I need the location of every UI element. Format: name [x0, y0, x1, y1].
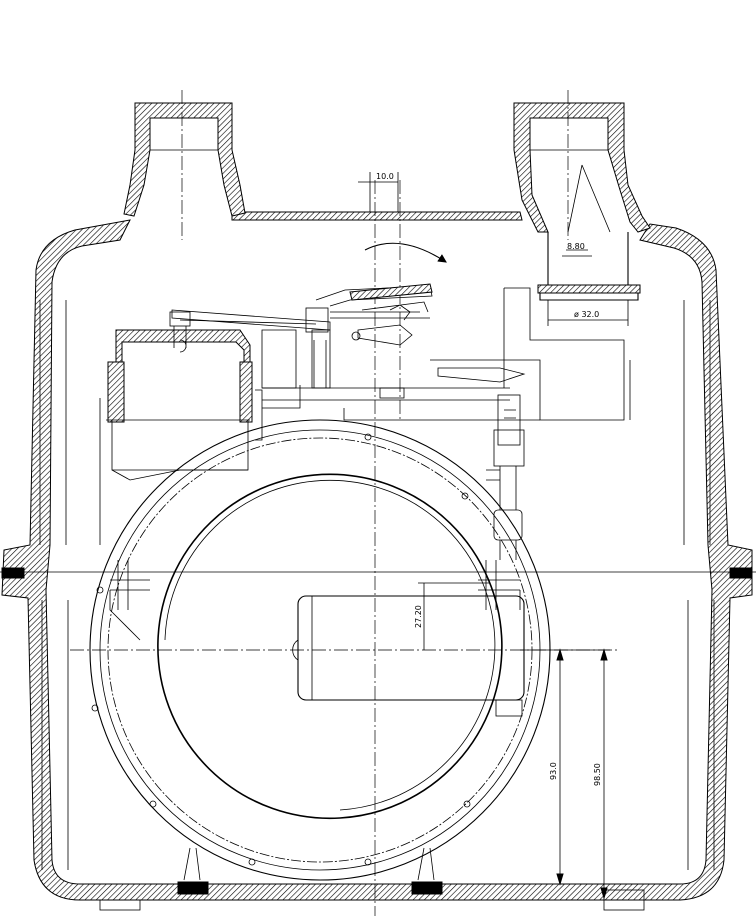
dim-label-height-outer: 98.50: [593, 763, 602, 786]
outlet-connection-right: [513, 102, 651, 301]
dimension-drum-offset: 27.20: [414, 582, 490, 650]
dimension-top-width: 10.0: [358, 172, 399, 212]
dim-label-top-width: 10.0: [376, 172, 394, 181]
dim-label-drum-offset: 27.20: [414, 605, 423, 628]
dimension-height-inner: 93.0: [549, 648, 564, 886]
dimension-outlet-gap: 8.80: [562, 242, 592, 257]
dim-label-outlet-gap: 8.80: [567, 242, 585, 251]
drive-shaft: [486, 394, 525, 560]
housing-flange-right: [729, 567, 753, 579]
dim-label-height-inner: 93.0: [549, 762, 558, 780]
dim-label-outlet-diameter: ø 32.0: [574, 310, 599, 319]
counter-housing: [379, 287, 631, 421]
counter-drive-gears: [315, 283, 433, 346]
housing-outer-shell: [1, 211, 753, 901]
housing-side-ribs: [39, 300, 715, 870]
housing-flange-left: [1, 567, 25, 579]
inlet-connection-left: [123, 102, 246, 217]
valve-linkage: [171, 307, 540, 421]
drum-bolt-holes: [91, 433, 471, 866]
valve-chamber-left: [99, 311, 263, 545]
drum-side-guides: [109, 560, 521, 641]
housing-feet: [99, 847, 645, 911]
dimension-outlet-diameter: ø 32.0: [547, 300, 629, 326]
dimension-reference-lines: [444, 649, 620, 885]
dimension-height-outer: 98.50: [593, 648, 608, 900]
measuring-chamber: [292, 595, 525, 717]
rotation-arrow: [364, 242, 447, 263]
